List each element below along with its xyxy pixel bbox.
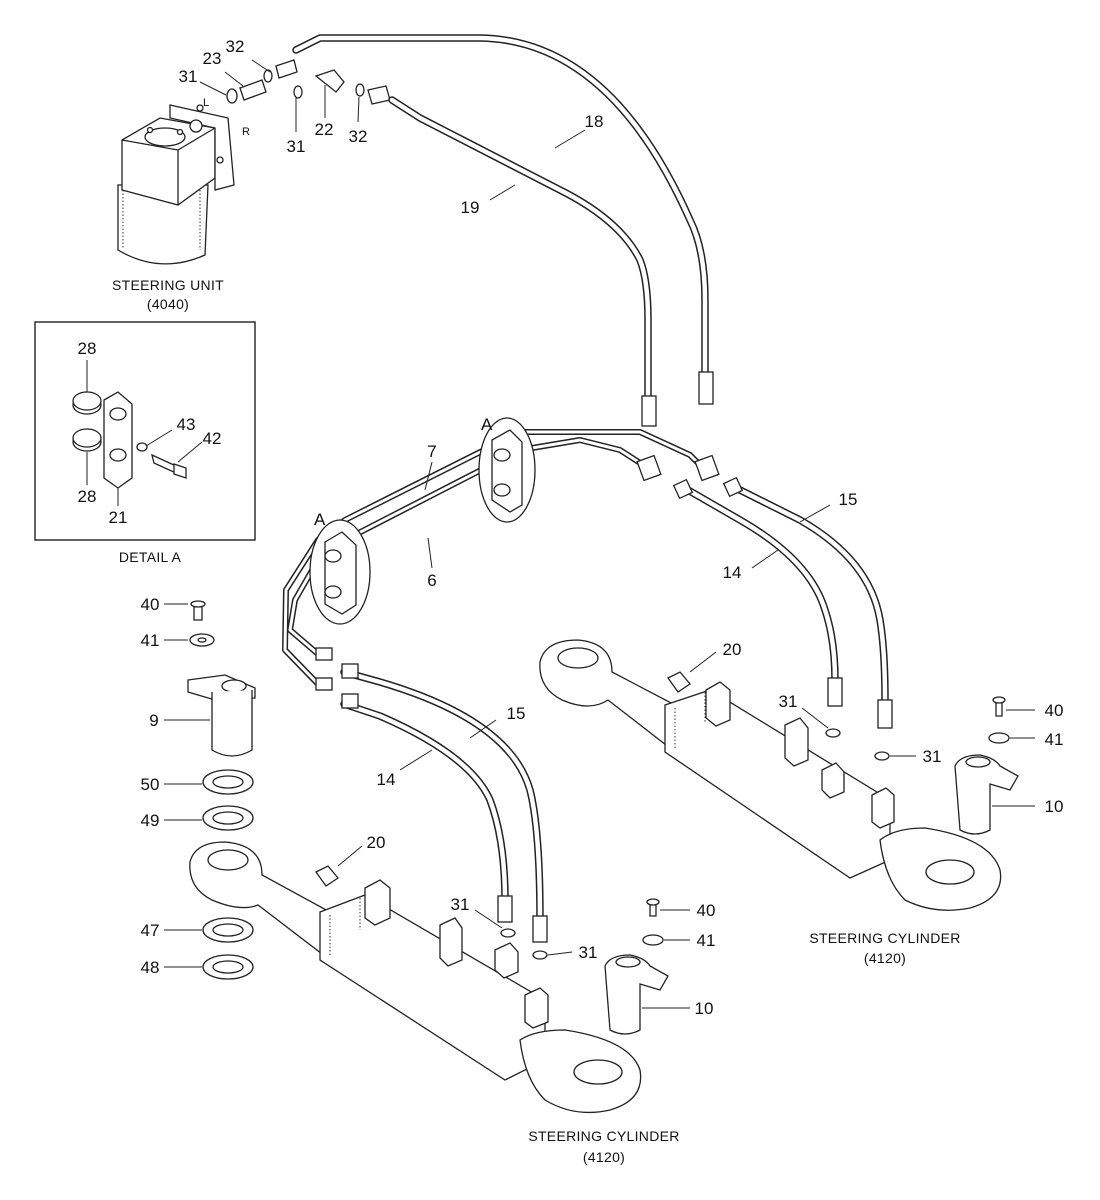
callout-6: 6 [427,571,436,590]
callout-10-left: 10 [695,999,714,1018]
callout-19: 19 [461,198,480,217]
callout-14-right: 14 [723,563,742,582]
callout-31-d: 31 [579,943,598,962]
callout-20-left: 20 [367,833,386,852]
callout-48: 48 [141,958,160,977]
callout-9: 9 [149,711,158,730]
callout-22: 22 [315,120,334,139]
detail-a-parts [72,391,187,489]
kingpin-10-right [954,696,1019,835]
steering-unit [117,104,235,265]
callout-10-right: 10 [1045,797,1064,816]
kingpin-stack-left [187,600,256,980]
callout-31-c: 31 [451,895,470,914]
clamp-a-upper [478,417,536,523]
kingpin-10-left [604,898,669,1035]
tee-fittings [636,454,720,482]
cylinder-left-caption: STEERING CYLINDER [528,1128,679,1144]
steering-unit-code: (4040) [147,296,189,312]
steering-cylinder-right [539,639,1002,911]
callout-7: 7 [427,442,436,461]
callout-28-upper: 28 [78,339,97,358]
callout-32-upper: 32 [226,37,245,56]
port-mark-r: R [242,126,250,138]
port-mark-l: L [203,97,209,109]
cylinder-right-caption: STEERING CYLINDER [809,930,960,946]
callout-14-left: 14 [377,770,396,789]
callout-28-lower: 28 [78,487,97,506]
callout-40-left: 40 [141,595,160,614]
callout-41-left: 41 [141,631,160,650]
steering-unit-fittings [226,59,391,105]
callout-15-left: 15 [507,704,526,723]
section-mark-a-upper: A [481,415,493,434]
hoses-right [672,476,893,729]
callout-41-mid: 41 [697,931,716,950]
callout-31-b: 31 [287,137,306,156]
callout-50: 50 [141,775,160,794]
hose-18 [292,34,714,405]
steering-unit-caption: STEERING UNIT [112,277,224,293]
hoses-left [315,647,548,943]
callout-32-lower: 32 [349,127,368,146]
callout-23: 23 [203,49,222,68]
hose-19 [388,96,657,427]
cylinder-left-code: (4120) [583,1149,625,1165]
section-mark-a-lower: A [314,510,326,529]
callout-41-right: 41 [1045,730,1064,749]
callout-42: 42 [203,429,222,448]
callout-31-a: 31 [179,67,198,86]
callout-18: 18 [585,112,604,131]
callout-20-right: 20 [723,640,742,659]
callout-47: 47 [141,921,160,940]
cylinder-right-code: (4120) [864,950,906,966]
o-rings-left-cylinder [500,928,548,960]
callout-40-right: 40 [1045,701,1064,720]
callout-31-f: 31 [923,747,942,766]
steering-cylinder-left [189,841,642,1114]
callout-21: 21 [109,508,128,527]
callout-15-right: 15 [839,490,858,509]
callout-43: 43 [177,415,196,434]
callout-40-mid: 40 [697,901,716,920]
clamp-a-lower [309,519,371,625]
detail-a-caption: DETAIL A [119,549,182,565]
callout-31-e: 31 [779,692,798,711]
callout-49: 49 [141,811,160,830]
o-rings-right-cylinder [825,728,890,761]
detail-a-frame [34,321,256,541]
